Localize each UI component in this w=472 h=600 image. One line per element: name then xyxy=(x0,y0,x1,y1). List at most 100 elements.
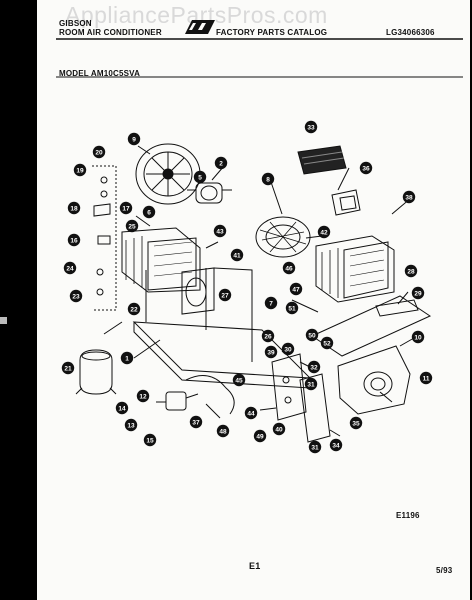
callout-label: 6 xyxy=(147,209,151,216)
callout-c46: 46 xyxy=(282,261,296,275)
callout-label: 11 xyxy=(423,375,430,382)
callout-c24: 24 xyxy=(63,261,77,275)
callout-c44: 44 xyxy=(244,406,258,420)
callout-c36: 36 xyxy=(359,161,373,175)
callout-marker xyxy=(218,288,232,302)
callout-marker xyxy=(308,440,322,454)
callout-label: 41 xyxy=(233,252,241,259)
callout-marker xyxy=(214,156,228,170)
callout-label: 12 xyxy=(139,393,147,400)
callout-c20: 20 xyxy=(92,145,106,159)
callout-label: 48 xyxy=(219,428,227,435)
callout-label: 16 xyxy=(70,237,78,244)
callout-label: 46 xyxy=(285,265,293,272)
callout-c47: 47 xyxy=(289,282,303,296)
callout-marker xyxy=(264,296,278,310)
callout-label: 30 xyxy=(284,346,292,353)
product-name: ROOM AIR CONDITIONER xyxy=(59,28,162,37)
callout-marker xyxy=(329,438,343,452)
paper xyxy=(37,0,470,600)
callout-label: 35 xyxy=(352,420,360,427)
callout-label: 36 xyxy=(362,165,370,172)
callout-c5: 5 xyxy=(193,170,207,184)
callout-label: 15 xyxy=(146,437,154,444)
callout-label: 24 xyxy=(66,265,74,272)
callout-marker xyxy=(411,330,425,344)
callout-marker xyxy=(127,302,141,316)
callout-label: 1 xyxy=(125,355,129,362)
callout-label: 29 xyxy=(414,290,422,297)
callout-c51: 51 xyxy=(285,301,299,315)
callout-label: 8 xyxy=(266,176,270,183)
callout-c17: 17 xyxy=(119,201,133,215)
callout-marker xyxy=(61,361,75,375)
callout-label: 19 xyxy=(76,167,84,174)
callout-c33: 33 xyxy=(304,120,318,134)
callout-label: 23 xyxy=(72,293,80,300)
callout-marker xyxy=(261,172,275,186)
callout-label: 21 xyxy=(64,365,72,372)
page-number: E1 xyxy=(249,561,261,571)
callout-label: 34 xyxy=(332,442,340,449)
callout-marker xyxy=(261,329,275,343)
callout-c41: 41 xyxy=(230,248,244,262)
callout-c35: 35 xyxy=(349,416,363,430)
callout-c31b: 31 xyxy=(308,440,322,454)
callout-marker xyxy=(67,201,81,215)
callout-c25: 25 xyxy=(125,219,139,233)
callout-c19: 19 xyxy=(73,163,87,177)
doc-number: LG34066306 xyxy=(386,28,435,37)
callout-marker xyxy=(289,282,303,296)
callout-marker xyxy=(359,161,373,175)
callout-c52: 52 xyxy=(320,336,334,350)
callout-c23: 23 xyxy=(69,289,83,303)
callout-marker xyxy=(125,219,139,233)
callout-label: 43 xyxy=(216,228,224,235)
callout-c22: 22 xyxy=(127,302,141,316)
callout-c37: 37 xyxy=(189,415,203,429)
callout-c13: 13 xyxy=(124,418,138,432)
callout-c28: 28 xyxy=(404,264,418,278)
callout-marker xyxy=(404,264,418,278)
callout-marker xyxy=(307,360,321,374)
callout-c48: 48 xyxy=(216,424,230,438)
callout-label: 31 xyxy=(307,381,315,388)
callout-c15: 15 xyxy=(143,433,157,447)
callout-marker xyxy=(120,351,134,365)
callout-c30: 30 xyxy=(281,342,295,356)
callout-marker xyxy=(127,132,141,146)
callout-marker xyxy=(317,225,331,239)
callout-label: 22 xyxy=(130,306,138,313)
callout-label: 17 xyxy=(122,205,130,212)
callout-label: 31 xyxy=(311,444,319,451)
callout-marker xyxy=(143,433,157,447)
callout-c45: 45 xyxy=(232,373,246,387)
callout-marker xyxy=(63,261,77,275)
callout-marker xyxy=(253,429,267,443)
callout-marker xyxy=(136,389,150,403)
callout-marker xyxy=(119,201,133,215)
callout-marker xyxy=(232,373,246,387)
callout-marker xyxy=(92,145,106,159)
callout-label: 32 xyxy=(310,364,318,371)
callout-c8: 8 xyxy=(261,172,275,186)
callout-marker xyxy=(69,289,83,303)
callout-marker xyxy=(189,415,203,429)
callout-label: 28 xyxy=(407,268,415,275)
callout-label: 44 xyxy=(247,410,255,417)
callout-label: 14 xyxy=(118,405,126,412)
callout-marker xyxy=(67,233,81,247)
brand-name: GIBSON xyxy=(59,19,92,28)
callout-label: 18 xyxy=(70,205,78,212)
callout-marker xyxy=(216,424,230,438)
callout-label: 25 xyxy=(128,223,136,230)
callout-c11: 11 xyxy=(419,371,433,385)
callout-label: 38 xyxy=(405,194,413,201)
callout-c10: 10 xyxy=(411,330,425,344)
callout-marker xyxy=(320,336,334,350)
callout-marker xyxy=(142,205,156,219)
callout-marker xyxy=(124,418,138,432)
callout-label: 39 xyxy=(267,349,275,356)
callout-label: 49 xyxy=(256,433,264,440)
callout-label: 13 xyxy=(127,422,135,429)
